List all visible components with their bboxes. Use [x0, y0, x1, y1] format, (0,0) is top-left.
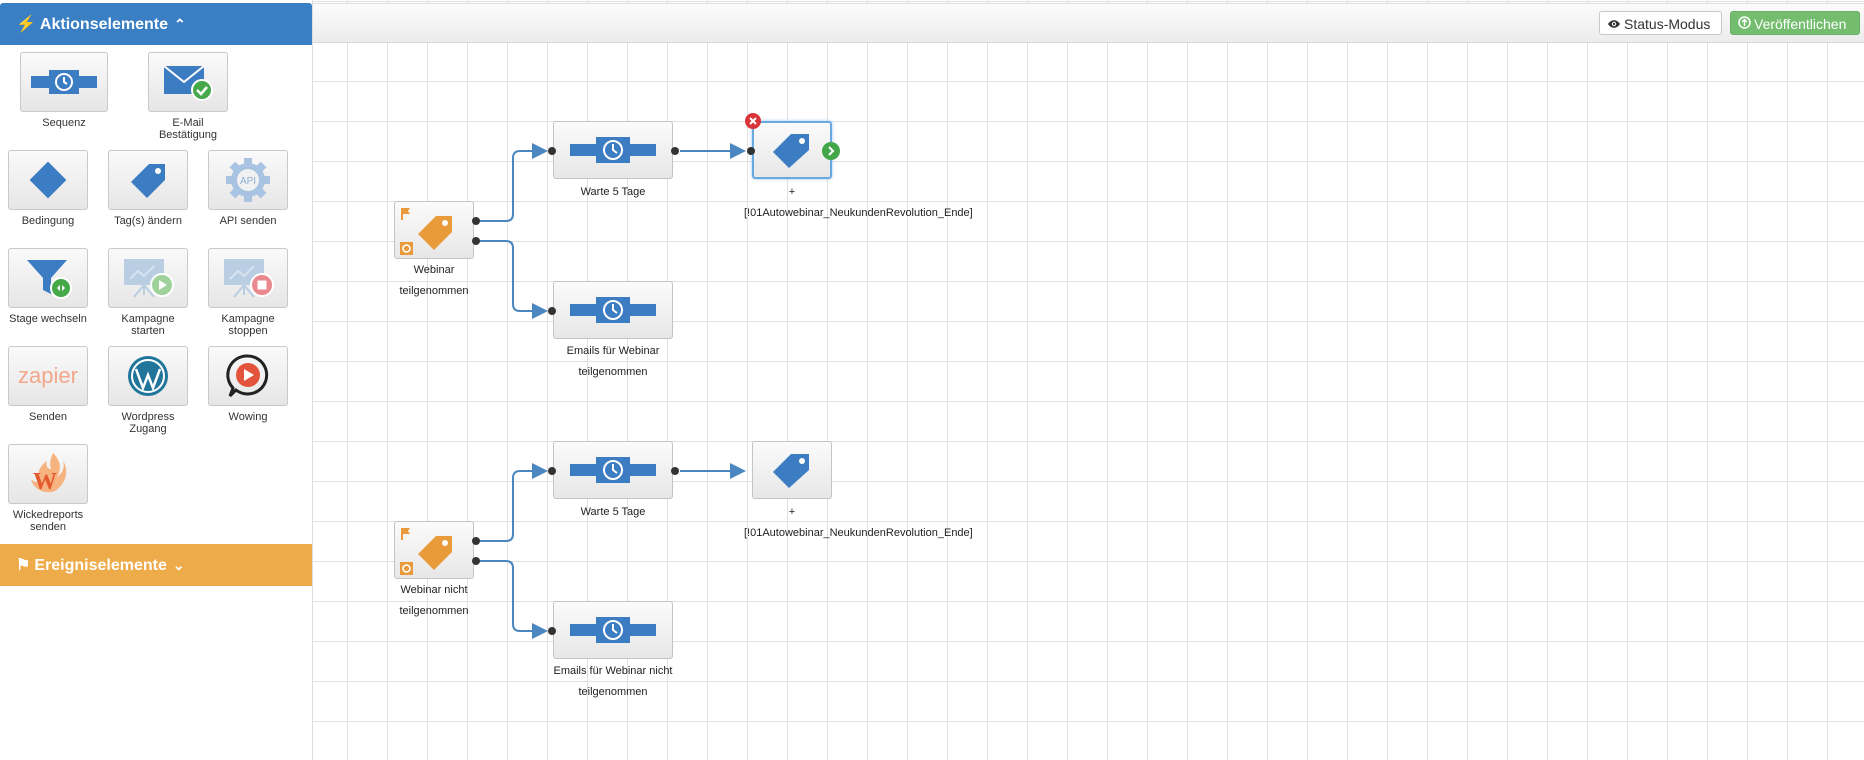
trigger-node-webinar-not-attended[interactable]: [394, 521, 474, 579]
tool-wowing[interactable]: Wowing: [200, 346, 296, 423]
publish-button[interactable]: Veröffentlichen: [1730, 11, 1860, 35]
upload-circle-icon: [1738, 12, 1751, 36]
tool-label: Stage wechseln: [9, 313, 87, 325]
api-text: API: [240, 176, 256, 187]
tool-campaign-stop[interactable]: Kampagne stoppen: [200, 248, 296, 337]
node-label: +[!01Autowebinar_NeukundenRevolution_End…: [744, 506, 973, 539]
tool-stage-change[interactable]: Stage wechseln: [0, 248, 96, 325]
tag-trigger-icon: [400, 528, 452, 575]
sidebar: ⚡Aktionselemente ⌃ Sequenz E-Mail Bestäti…: [0, 0, 313, 760]
input-port[interactable]: [548, 147, 556, 155]
tool-label: API senden: [219, 215, 277, 227]
delete-node-icon[interactable]: [745, 113, 761, 129]
node-label: Warte 5 Tage: [580, 186, 646, 198]
tool-label: Wowing: [228, 411, 268, 423]
tag-icon: [773, 454, 809, 488]
tag-icon: [108, 150, 188, 210]
node-label: +[!01Autowebinar_NeukundenRevolution_End…: [744, 186, 973, 219]
tag-node-add[interactable]: [752, 441, 832, 499]
tag-icon: [773, 134, 809, 168]
output-port[interactable]: [671, 147, 679, 155]
api-gear-icon: API: [208, 150, 288, 210]
tool-label: Bedingung: [21, 215, 75, 227]
output-port[interactable]: [671, 467, 679, 475]
tag-node-add-selected[interactable]: [752, 121, 832, 179]
wait-node-emails-webinar-not-attended[interactable]: [553, 601, 673, 659]
actions-panel-header[interactable]: ⚡Aktionselemente ⌃: [0, 3, 312, 45]
output-port[interactable]: [472, 557, 480, 565]
tool-label: Sequenz: [42, 117, 86, 129]
tool-label: Tag(s) ändern: [114, 215, 182, 227]
tool-label: Kampagne stoppen: [221, 313, 275, 337]
bolt-icon: ⚡: [16, 16, 36, 33]
tool-condition[interactable]: Bedingung: [0, 150, 96, 227]
tool-sequence[interactable]: Sequenz: [20, 52, 108, 129]
zapier-text: zapier: [18, 363, 78, 388]
output-port[interactable]: [472, 537, 480, 545]
zapier-icon: zapier: [8, 346, 88, 406]
next-arrow-icon[interactable]: [822, 142, 840, 160]
wickedreports-icon: W: [8, 444, 88, 504]
email-confirm-icon: [148, 52, 228, 112]
sequence-icon: [570, 137, 656, 163]
actions-title: Aktionselemente: [39, 16, 168, 33]
sequence-icon: [570, 297, 656, 323]
wowing-play-icon: [208, 346, 288, 406]
status-mode-button[interactable]: Status-Modus: [1599, 11, 1722, 35]
tool-email-confirm[interactable]: E-Mail Bestätigung: [140, 52, 236, 141]
wait-node-5-days[interactable]: [553, 441, 673, 499]
node-label: Warte 5 Tage: [580, 506, 646, 518]
flag-icon: ⚑: [16, 557, 31, 574]
events-title: Ereigniselemente: [34, 557, 167, 574]
input-port[interactable]: [747, 147, 755, 155]
output-port[interactable]: [472, 217, 480, 225]
events-panel-header[interactable]: ⚑Ereigniselemente ⌄: [0, 544, 312, 586]
sequence-icon: [570, 457, 656, 483]
tool-change-tags[interactable]: Tag(s) ändern: [100, 150, 196, 227]
publish-label: Veröffentlichen: [1754, 16, 1847, 32]
eye-icon: [1607, 12, 1621, 36]
tool-campaign-start[interactable]: Kampagne starten: [100, 248, 196, 337]
sequence-icon: [20, 52, 108, 112]
tag-trigger-icon: [400, 208, 452, 255]
output-port[interactable]: [472, 237, 480, 245]
campaign-stop-icon: [208, 248, 288, 308]
input-port[interactable]: [548, 467, 556, 475]
top-toolbar: Status-Modus Veröffentlichen: [313, 3, 1864, 43]
sequence-icon: [570, 617, 656, 643]
wait-node-5-days[interactable]: [553, 121, 673, 179]
diamond-icon: [8, 150, 88, 210]
tool-wickedreports-send[interactable]: W Wickedreports senden: [0, 444, 96, 533]
chevron-up-icon: ⌃: [173, 16, 186, 32]
tool-wordpress-access[interactable]: Wordpress Zugang: [100, 346, 196, 435]
wordpress-icon: [108, 346, 188, 406]
tool-api-send[interactable]: API API senden: [200, 150, 296, 227]
tool-zapier-send[interactable]: zapier Senden: [0, 346, 96, 423]
input-port[interactable]: [548, 627, 556, 635]
trigger-node-webinar-attended[interactable]: [394, 201, 474, 259]
wait-node-emails-webinar-attended[interactable]: [553, 281, 673, 339]
input-port[interactable]: [548, 307, 556, 315]
tool-label: Wickedreports senden: [12, 509, 84, 533]
funnel-icon: [8, 248, 88, 308]
chevron-down-icon: ⌄: [172, 557, 185, 573]
campaign-start-icon: [108, 248, 188, 308]
tool-label: Wordpress Zugang: [121, 411, 175, 435]
tool-label: Kampagne starten: [121, 313, 175, 337]
status-mode-label: Status-Modus: [1624, 16, 1711, 32]
tool-label: Senden: [29, 411, 67, 423]
svg-text:W: W: [33, 469, 57, 495]
tool-label: E-Mail Bestätigung: [158, 117, 218, 141]
